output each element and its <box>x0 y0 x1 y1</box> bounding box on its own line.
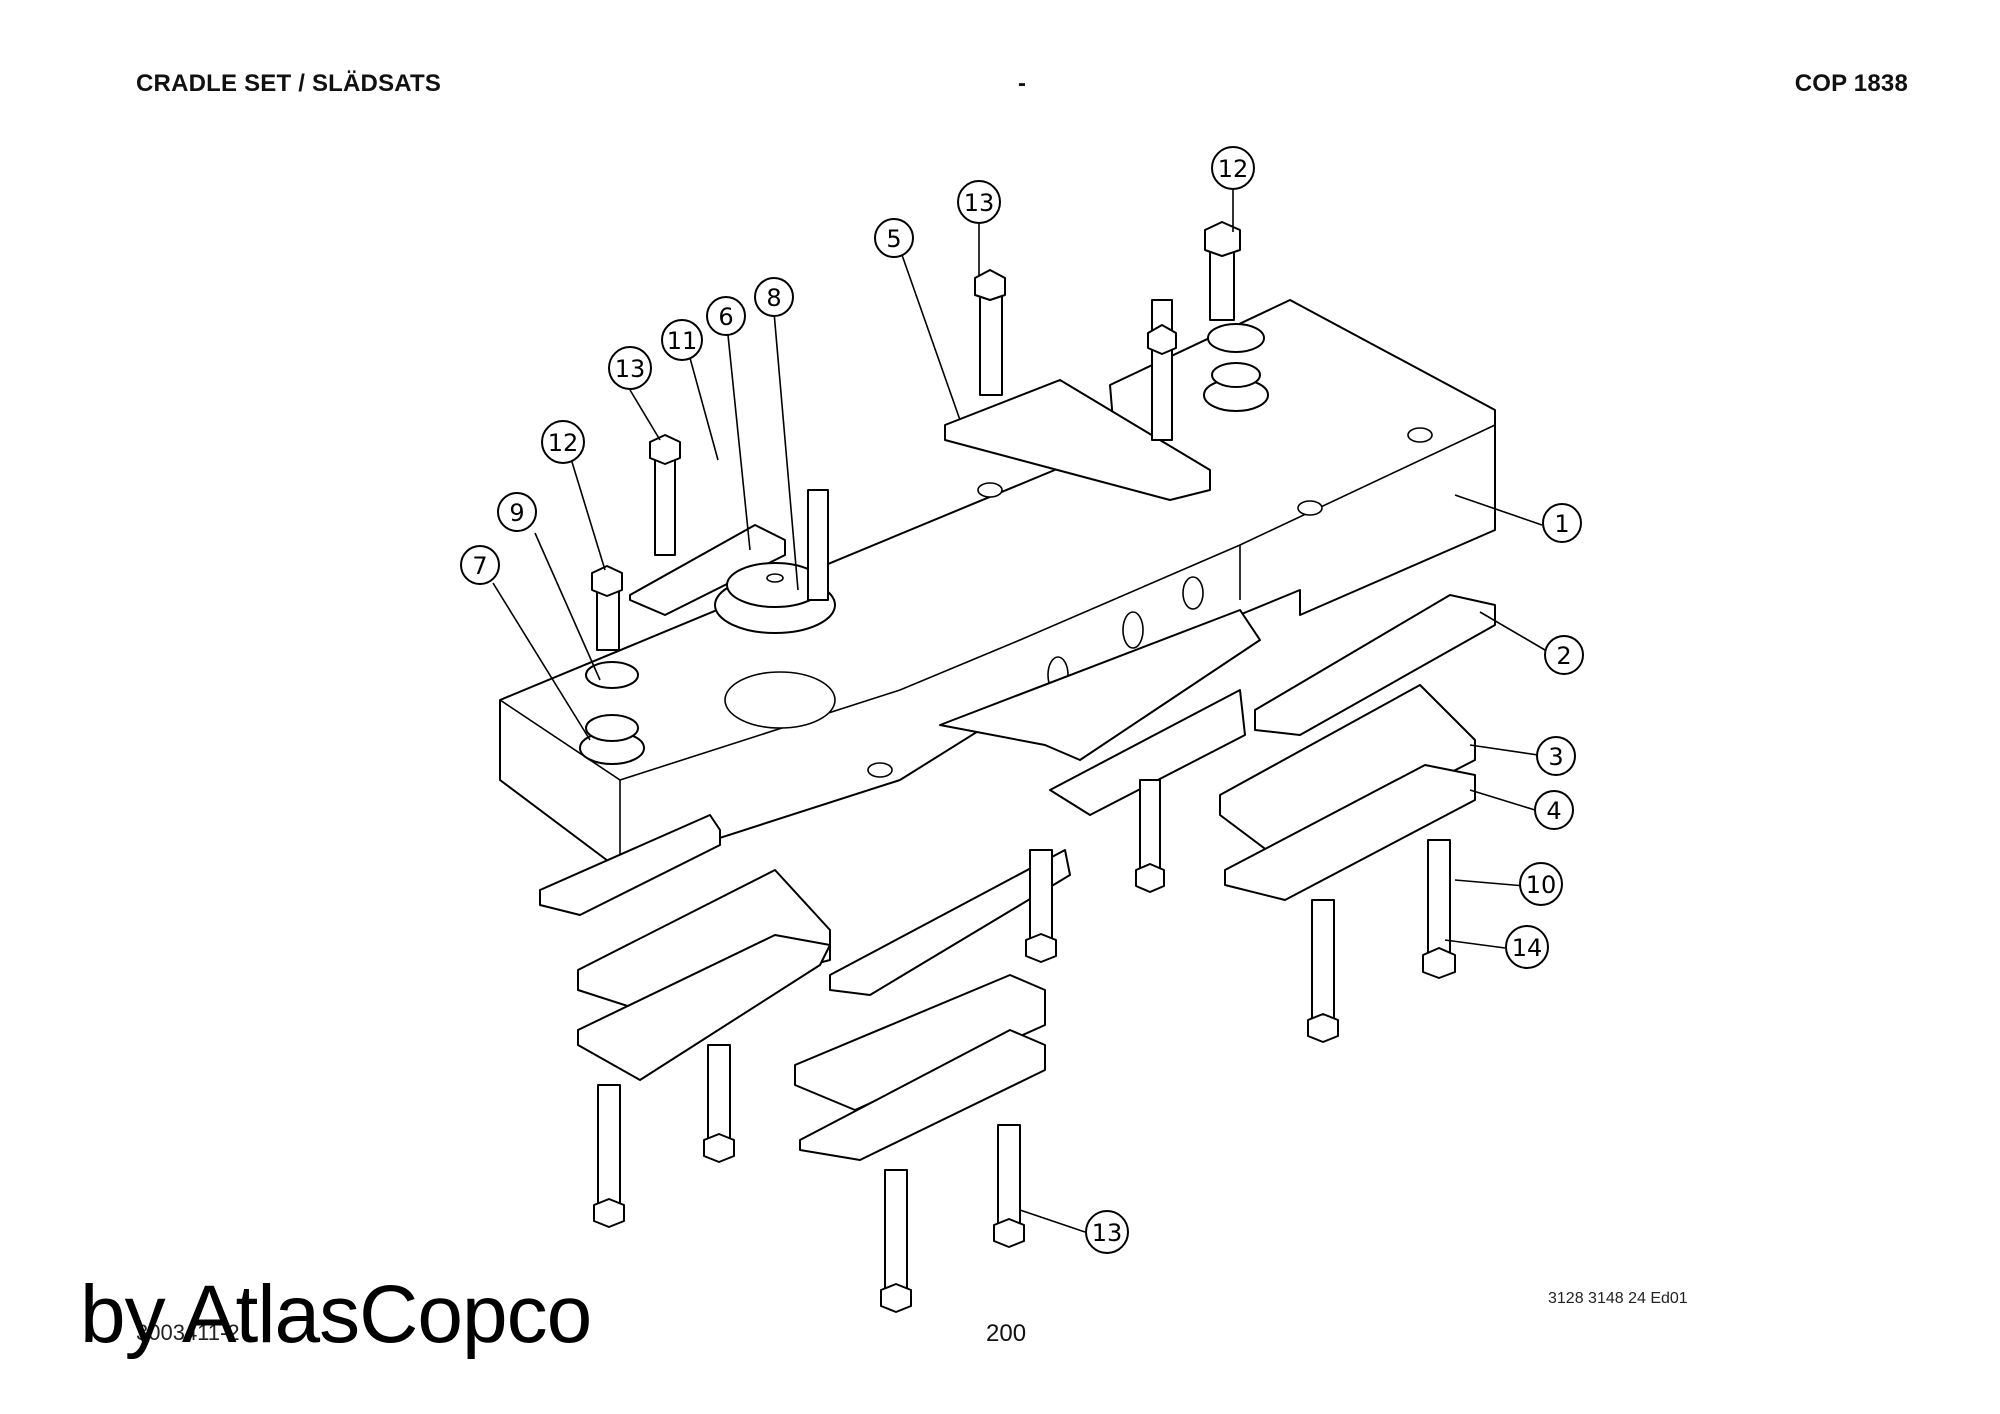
svg-text:9: 9 <box>509 499 524 527</box>
svg-text:3: 3 <box>1548 743 1563 771</box>
part-4-slide <box>1224 764 1476 901</box>
callout-9: 9 <box>497 492 537 532</box>
callout-13-left: 13 <box>608 346 652 390</box>
svg-text:1: 1 <box>1554 510 1569 538</box>
callout-5: 5 <box>874 218 914 258</box>
svg-text:5: 5 <box>886 225 901 253</box>
callout-7: 7 <box>460 545 500 585</box>
model-name: COP 1838 <box>1794 70 1908 97</box>
callout-6: 6 <box>706 296 746 336</box>
svg-text:12: 12 <box>548 429 579 457</box>
part-6-bar <box>629 524 786 616</box>
callout-4: 4 <box>1534 790 1574 830</box>
svg-text:13: 13 <box>615 355 646 383</box>
rollers <box>579 323 1269 765</box>
svg-text:8: 8 <box>766 284 781 312</box>
svg-text:10: 10 <box>1526 871 1557 899</box>
callout-2: 2 <box>1544 635 1584 675</box>
svg-text:11: 11 <box>667 327 698 355</box>
part-5-bar <box>944 379 1211 501</box>
drawing-code: 3003411-2 <box>136 1320 240 1345</box>
document-reference: 3128 3148 24 Ed01 <box>1548 1290 1688 1307</box>
page-number: 200 <box>986 1320 1027 1347</box>
left-slide-lower <box>577 934 831 1081</box>
svg-text:14: 14 <box>1512 934 1543 962</box>
callout-11: 11 <box>661 319 703 361</box>
bolts <box>591 221 1456 1313</box>
callout-10: 10 <box>1519 862 1563 906</box>
svg-text:6: 6 <box>718 303 733 331</box>
cradle-plate <box>499 299 1496 871</box>
callout-14: 14 <box>1505 925 1549 969</box>
callout-8: 8 <box>754 277 794 317</box>
leader-lines <box>492 190 1546 1233</box>
svg-text:13: 13 <box>964 189 995 217</box>
left-bar <box>539 814 721 916</box>
part-2-bar <box>1254 594 1496 736</box>
callout-13-top: 13 <box>957 180 1001 224</box>
callout-13-bottom: 13 <box>1085 1210 1129 1254</box>
callout-1: 1 <box>1542 503 1582 543</box>
part-8-bushing <box>714 562 836 634</box>
svg-text:13: 13 <box>1092 1219 1123 1247</box>
callout-12-top: 12 <box>1211 146 1255 190</box>
svg-text:4: 4 <box>1546 797 1561 825</box>
header-separator: - <box>1018 70 1027 97</box>
page-title: CRADLE SET / SLÄDSATS <box>136 70 442 97</box>
center-slide-lower <box>799 1029 1046 1161</box>
callout-12-left: 12 <box>541 420 585 464</box>
part-3-slide <box>1219 684 1476 861</box>
callout-3: 3 <box>1536 736 1576 776</box>
watermark: by AtlasCopco <box>80 1269 592 1360</box>
callouts: 12 13 5 8 6 11 13 12 9 7 1 2 3 4 10 14 1… <box>460 146 1584 1254</box>
svg-text:2: 2 <box>1556 642 1571 670</box>
center-slide-upper <box>794 974 1046 1111</box>
center-bar <box>829 849 1071 996</box>
svg-text:12: 12 <box>1218 155 1249 183</box>
svg-text:7: 7 <box>472 552 487 580</box>
